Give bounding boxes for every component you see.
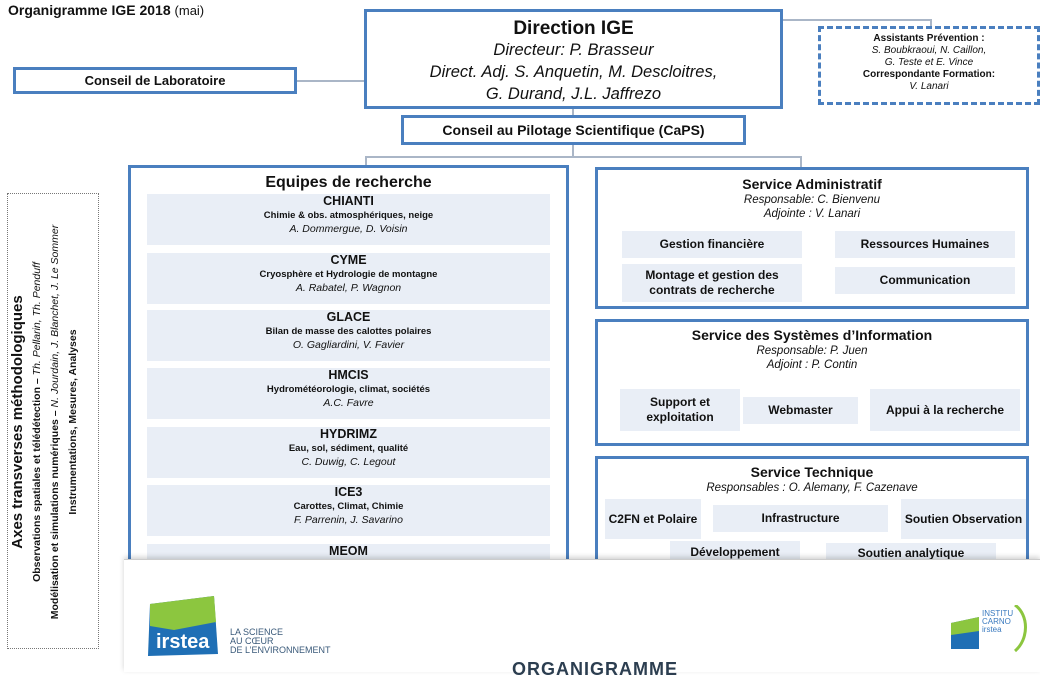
axes-line1-label: Observations spatiales et télédétection …: [31, 375, 43, 582]
direction-deputies-1: Direct. Adj. S. Anquetin, M. Descloitres…: [429, 63, 718, 81]
axes-title: Axes transverses méthodologiques: [9, 295, 26, 549]
service-technique-box: Service Technique Responsables : O. Alem…: [595, 456, 1029, 566]
service-admin-title: Service Administratif: [742, 176, 882, 192]
axes-line-modelisation: Modélisation et simulations numériques –…: [46, 202, 64, 642]
carnot-logo-icon: [951, 605, 1027, 653]
page-title: Organigramme IGE 2018 (mai): [8, 2, 204, 18]
unit-developpement: Développement: [670, 541, 800, 563]
unit-ressources-humaines: Ressources Humaines: [835, 231, 1015, 258]
axes-line2-label: Modélisation et simulations numériques –: [49, 407, 61, 620]
unit-montage-contrats: Montage et gestion des contrats de reche…: [622, 264, 802, 302]
carnot-line-2: CARNO: [982, 617, 1011, 626]
team-desc: Eau, sol, sédiment, qualité: [288, 443, 409, 454]
unit-soutien-observation: Soutien Observation: [901, 499, 1026, 539]
page-title-text: Organigramme IGE 2018: [8, 2, 171, 18]
connector-horizontal: [365, 156, 802, 158]
team-people: C. Duwig, C. Legout: [301, 456, 396, 468]
irstea-tagline: LA SCIENCE AU CŒUR DE L’ENVIRONNEMENT: [230, 628, 331, 655]
next-page-overlay: irstea LA SCIENCE AU CŒUR DE L’ENVIRONNE…: [124, 559, 1040, 679]
team-hydrimz: HYDRIMZ Eau, sol, sédiment, qualité C. D…: [147, 427, 550, 478]
team-cyme: CYME Cryosphère et Hydrologie de montagn…: [147, 253, 550, 304]
connector-right-drop: [800, 156, 802, 167]
organigramme-caption: ORGANIGRAMME: [512, 659, 678, 679]
assistants-names-2: G. Teste et E. Vince: [884, 57, 974, 68]
direction-box: Direction IGE Directeur: P. Brasseur Dir…: [364, 9, 783, 109]
unit-gestion-financiere: Gestion financière: [622, 231, 802, 258]
carnot-text: INSTITU CARNO irstea: [982, 610, 1013, 634]
page-title-suffix: (mai): [174, 3, 205, 18]
service-si-title: Service des Systèmes d’Information: [691, 327, 933, 343]
unit-webmaster: Webmaster: [743, 397, 858, 424]
team-name: CHIANTI: [323, 194, 374, 208]
service-admin-adj: Adjointe : V. Lanari: [763, 208, 861, 220]
teams-title: Equipes de recherche: [265, 174, 432, 191]
irstea-tagline-1: LA SCIENCE: [230, 627, 284, 637]
direction-director: Directeur: P. Brasseur: [493, 41, 654, 59]
direction-deputies-2: G. Durand, J.L. Jaffrezo: [485, 85, 662, 103]
unit-appui-recherche: Appui à la recherche: [870, 389, 1020, 431]
axes-line-observations: Observations spatiales et télédétection …: [28, 202, 46, 642]
service-administratif-box: Service Administratif Responsable: C. Bi…: [595, 167, 1029, 309]
assistants-title: Assistants Prévention :: [873, 33, 985, 44]
teams-box: Equipes de recherche CHIANTI Chimie & ob…: [128, 165, 569, 585]
team-desc: Carottes, Climat, Chimie: [293, 501, 404, 512]
connector-caps-down: [572, 145, 574, 157]
unit-support-exploitation: Support et exploitation: [620, 389, 740, 431]
team-people: A.C. Favre: [323, 397, 374, 409]
team-glace: GLACE Bilan de masse des calottes polair…: [147, 310, 550, 361]
team-desc: Hydrométéorologie, climat, sociétés: [266, 384, 431, 395]
team-desc: Chimie & obs. atmosphériques, neige: [263, 210, 434, 221]
conseil-laboratoire-box: Conseil de Laboratoire: [13, 67, 297, 94]
connector-dir-caps: [572, 109, 574, 115]
service-si-box: Service des Systèmes d’Information Respo…: [595, 319, 1029, 446]
connector-dir-assist: [783, 19, 931, 21]
team-desc: Cryosphère et Hydrologie de montagne: [259, 269, 438, 280]
irstea-tagline-3: DE L’ENVIRONNEMENT: [230, 645, 331, 655]
caps-box: Conseil au Pilotage Scientifique (CaPS): [401, 115, 746, 145]
axes-line-instrumentation: Instrumentations, Mesures, Analyses: [67, 329, 79, 515]
irstea-logo-icon: irstea: [148, 596, 218, 656]
axes-line1-people: Th. Pellarin, Th. Penduff: [31, 262, 43, 376]
team-name: ICE3: [334, 485, 363, 499]
axes-rotated-text: Axes transverses méthodologiques Observa…: [8, 202, 100, 642]
team-hmcis: HMCIS Hydrométéorologie, climat, société…: [147, 368, 550, 419]
team-people: O. Gagliardini, V. Favier: [292, 339, 405, 351]
carnot-line-1: INSTITU: [982, 609, 1014, 618]
unit-soutien-analytique: Soutien analytique: [826, 543, 996, 563]
formation-name: V. Lanari: [909, 81, 949, 92]
service-si-resp: Responsable: P. Juen: [756, 345, 868, 357]
irstea-tagline-2: AU CŒUR: [230, 636, 274, 646]
service-si-adj: Adjoint : P. Contin: [766, 359, 858, 371]
team-people: A. Dommergue, D. Voisin: [289, 223, 408, 235]
team-people: F. Parrenin, J. Savarino: [294, 514, 403, 526]
team-chianti: CHIANTI Chimie & obs. atmosphériques, ne…: [147, 194, 550, 245]
service-tech-title: Service Technique: [750, 464, 874, 480]
connector-assist-down: [930, 19, 932, 27]
team-name: HYDRIMZ: [320, 427, 377, 441]
unit-c2fn-polaire: C2FN et Polaire: [605, 499, 701, 539]
team-name: CYME: [330, 253, 367, 267]
service-tech-resp: Responsables : O. Alemany, F. Cazenave: [706, 482, 918, 494]
team-ice3: ICE3 Carottes, Climat, Chimie F. Parreni…: [147, 485, 550, 536]
unit-communication: Communication: [835, 267, 1015, 294]
assistants-box: Assistants Prévention : S. Boubkraoui, N…: [818, 26, 1040, 105]
connector-left-drop: [365, 156, 367, 165]
carnot-line-3: irstea: [982, 625, 1002, 634]
team-name: HMCIS: [328, 368, 369, 382]
team-desc: Bilan de masse des calottes polaires: [265, 326, 432, 337]
team-name: MEOM: [329, 544, 368, 558]
service-admin-resp: Responsable: C. Bienvenu: [743, 194, 881, 206]
team-name: GLACE: [326, 310, 371, 324]
connector-conseil-dir: [297, 80, 364, 82]
team-people: A. Rabatel, P. Wagnon: [295, 282, 402, 294]
assistants-names-1: S. Boubkraoui, N. Caillon,: [871, 45, 987, 56]
unit-infrastructure: Infrastructure: [713, 505, 888, 532]
direction-title: Direction IGE: [513, 18, 634, 39]
axes-transverses-box: Axes transverses méthodologiques Observa…: [7, 193, 99, 649]
formation-title: Correspondante Formation:: [862, 69, 996, 80]
irstea-wordmark: irstea: [156, 631, 210, 653]
axes-line2-people: N. Jourdain, J. Blanchet, J. Le Sommer: [49, 224, 61, 408]
